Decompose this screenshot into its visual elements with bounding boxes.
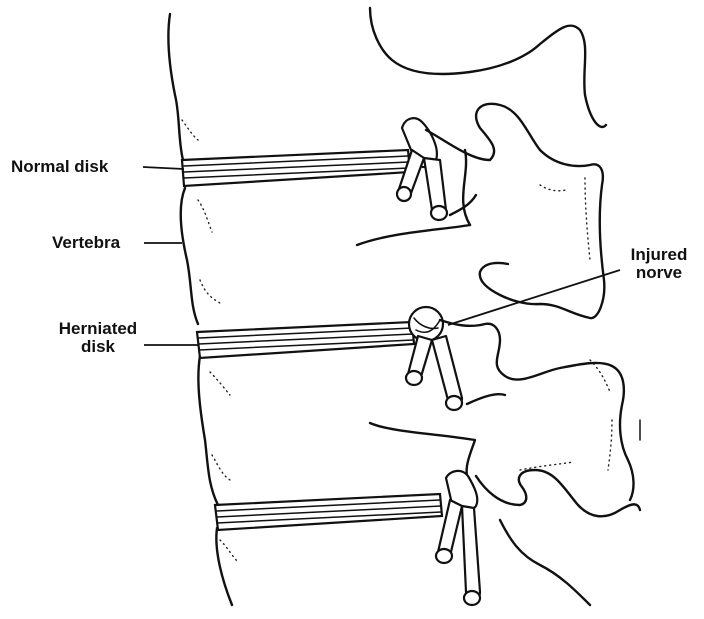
label-injured-line1: Injured <box>624 246 694 264</box>
leader-normal-disk <box>143 167 184 169</box>
normal-disk-top <box>182 150 410 186</box>
label-injured-nerve: Injured norve <box>624 246 694 282</box>
label-herniated-disk: Herniated disk <box>40 320 156 356</box>
label-injured-line2: norve <box>624 264 694 282</box>
label-normal-disk: Normal disk <box>11 158 108 176</box>
label-vertebra: Vertebra <box>52 234 120 252</box>
nerve-root-top <box>397 118 447 220</box>
nerve-root-bottom <box>436 471 480 605</box>
herniated-disk <box>197 322 414 358</box>
label-herniated-line2: disk <box>40 338 156 356</box>
normal-disk-bottom <box>215 494 442 530</box>
leader-lines <box>143 167 620 345</box>
label-herniated-line1: Herniated <box>40 320 156 338</box>
